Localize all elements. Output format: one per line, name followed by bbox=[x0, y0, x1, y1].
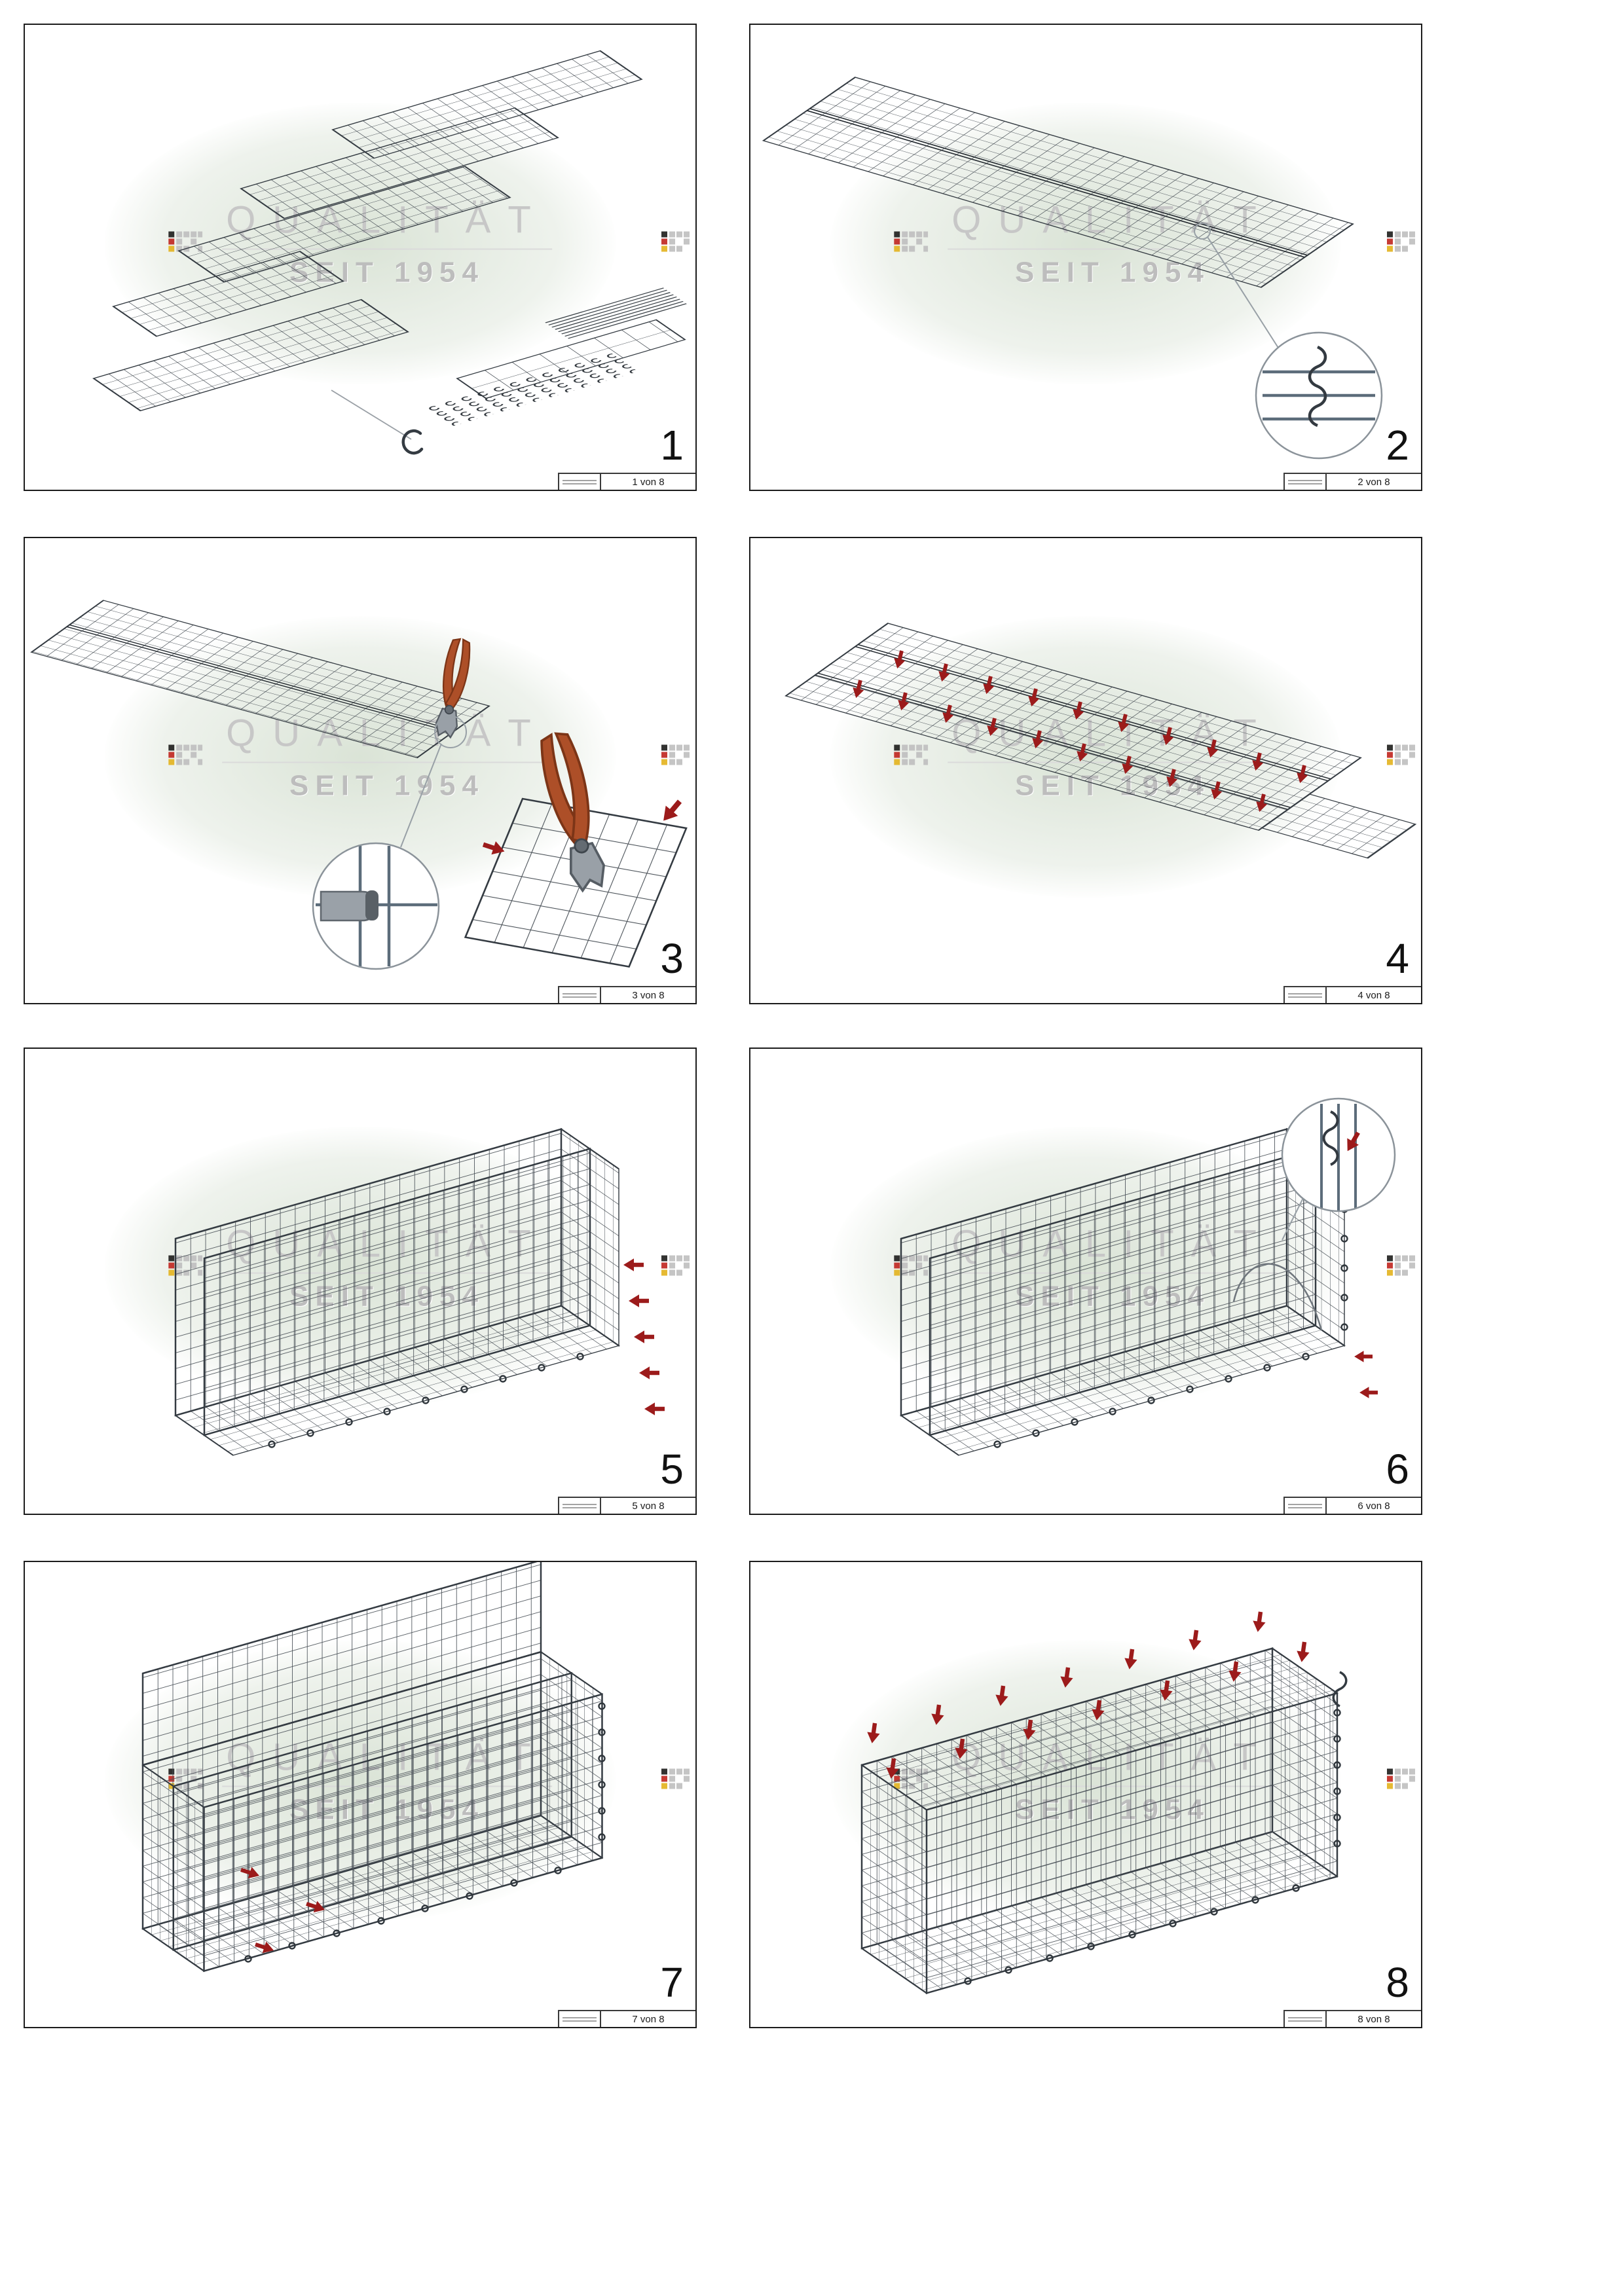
brand-pixel-logo-icon bbox=[1387, 740, 1421, 773]
step-panel-6: QUALITÄT SEIT 1954 bbox=[749, 1048, 1422, 1515]
title-block: 7 von 8 bbox=[558, 2010, 695, 2027]
illustration-step-2 bbox=[762, 77, 1383, 460]
step-panel-1: QUALITÄT SEIT 1954 1 1 von 8 bbox=[24, 24, 697, 491]
title-block: 1 von 8 bbox=[558, 473, 695, 490]
mesh-sheet bbox=[177, 166, 511, 283]
brand-pixel-logo-icon bbox=[1387, 1764, 1421, 1796]
watermark-year: SEIT 1954 bbox=[289, 769, 485, 802]
mesh-end-wall bbox=[561, 1127, 619, 1347]
title-block-stamp bbox=[1285, 987, 1327, 1003]
sheet-count-label: 5 von 8 bbox=[632, 1500, 665, 1512]
spiral-hook-icon bbox=[1308, 345, 1327, 428]
title-block-stamp bbox=[1285, 2011, 1327, 2027]
brand-pixel-logo-icon bbox=[1387, 1251, 1421, 1283]
mesh-flap bbox=[1261, 793, 1417, 859]
step-panel-2: QUALITÄT SEIT 1954 2 2 von 8 bbox=[749, 24, 1422, 491]
title-block: 6 von 8 bbox=[1283, 1497, 1421, 1514]
brand-pixel-logo-icon bbox=[1387, 227, 1421, 259]
title-block: 5 von 8 bbox=[558, 1497, 695, 1514]
brand-pixel-logo-icon bbox=[894, 740, 929, 773]
title-block: 2 von 8 bbox=[1283, 473, 1421, 490]
mesh-sheet bbox=[784, 623, 1362, 831]
illustration-step-6 bbox=[900, 1097, 1396, 1456]
leader-line bbox=[1282, 1195, 1305, 1241]
brand-pixel-logo-icon bbox=[661, 1251, 695, 1283]
mesh-front-wall bbox=[203, 1693, 603, 1973]
step-number: 5 bbox=[660, 1446, 684, 1493]
illustration-step-4 bbox=[784, 623, 1417, 859]
sheet-count-label: 2 von 8 bbox=[1357, 476, 1390, 488]
mesh-sheet bbox=[30, 600, 490, 759]
leader-line bbox=[331, 390, 412, 440]
step-panel-7: QUALITÄT SEIT 1954 7 7 von 8 bbox=[24, 1561, 697, 2028]
magnifier-detail-icon bbox=[312, 842, 440, 970]
illustration-step-8 bbox=[860, 1611, 1348, 1995]
illustration-step-1 bbox=[92, 50, 687, 455]
mesh-lid-upright bbox=[141, 1562, 542, 1766]
leader-source bbox=[434, 716, 467, 748]
title-block-stamp bbox=[559, 474, 601, 490]
mesh-sheet bbox=[240, 107, 559, 219]
step-number: 2 bbox=[1386, 422, 1409, 469]
step-number: 6 bbox=[1386, 1446, 1409, 1493]
step-number: 1 bbox=[660, 422, 684, 469]
step-panel-5: QUALITÄT SEIT 1954 5 5 von 8 bbox=[24, 1048, 697, 1515]
mesh-sheet bbox=[762, 77, 1354, 288]
rod-bundle bbox=[545, 287, 687, 339]
title-block: 8 von 8 bbox=[1283, 2010, 1421, 2027]
magnifier-detail-icon bbox=[1281, 1097, 1396, 1212]
c-ring-row bbox=[268, 1353, 584, 1448]
sheet-count-label: 7 von 8 bbox=[632, 2013, 665, 2025]
brand-pixel-logo-icon bbox=[168, 740, 203, 773]
step-panel-3: QUALITÄT SEIT 1954 bbox=[24, 537, 697, 1004]
c-ring-row bbox=[964, 1709, 1341, 1985]
spiral-hook-icon bbox=[1332, 1671, 1348, 1707]
title-block-stamp bbox=[1285, 1498, 1327, 1514]
fold-seams bbox=[814, 644, 1332, 810]
sheet-count-label: 8 von 8 bbox=[1357, 2013, 1390, 2025]
brand-pixel-logo-icon bbox=[894, 227, 929, 259]
mesh-sheet bbox=[112, 251, 344, 337]
magnifier-detail-icon bbox=[1255, 331, 1383, 460]
title-block: 4 von 8 bbox=[1283, 986, 1421, 1003]
red-arrows bbox=[1354, 1351, 1378, 1398]
brand-pixel-logo-icon bbox=[661, 740, 695, 773]
pliers-icon bbox=[432, 636, 474, 739]
illustration-step-5 bbox=[174, 1127, 665, 1456]
mesh-patch bbox=[464, 797, 688, 968]
title-block-stamp bbox=[559, 1498, 601, 1514]
title-block-stamp bbox=[1285, 474, 1327, 490]
step-panel-8: QUALITÄT SEIT 1954 8 8 von 8 bbox=[749, 1561, 1422, 2028]
mesh-sheet bbox=[92, 299, 409, 412]
mesh-front-wall bbox=[925, 1692, 1338, 1995]
sheet-count-label: 6 von 8 bbox=[1357, 1500, 1390, 1512]
spiral-hook-icon bbox=[401, 429, 424, 455]
sheet-count-label: 3 von 8 bbox=[632, 989, 665, 1001]
sheet-count-label: 4 von 8 bbox=[1357, 989, 1390, 1001]
clip-set bbox=[424, 352, 638, 427]
title-block-stamp bbox=[559, 987, 601, 1003]
step-panel-4: QUALITÄT SEIT 1954 4 4 von 8 bbox=[749, 537, 1422, 1004]
c-ring-row bbox=[244, 1702, 606, 1963]
step-number: 7 bbox=[660, 1959, 684, 2006]
step-number: 4 bbox=[1386, 935, 1409, 982]
spiral-seam bbox=[806, 108, 1308, 258]
title-block-stamp bbox=[559, 2011, 601, 2027]
title-block: 3 von 8 bbox=[558, 986, 695, 1003]
red-arrows bbox=[623, 1258, 665, 1415]
brand-pixel-logo-icon bbox=[661, 227, 695, 259]
illustration-step-3 bbox=[30, 600, 688, 970]
illustration-step-7 bbox=[141, 1562, 606, 1973]
step-number: 8 bbox=[1386, 1959, 1409, 2006]
step-number: 3 bbox=[660, 935, 684, 982]
leader-source bbox=[1194, 223, 1211, 240]
brand-pixel-logo-icon bbox=[661, 1764, 695, 1796]
spiral-seam bbox=[66, 624, 456, 733]
spiral-hook-icon bbox=[1322, 1110, 1339, 1166]
leader-line bbox=[1207, 236, 1287, 361]
leader-line bbox=[400, 743, 442, 848]
sheet-count-label: 1 von 8 bbox=[632, 476, 665, 488]
lacing-wire bbox=[1232, 1263, 1323, 1331]
